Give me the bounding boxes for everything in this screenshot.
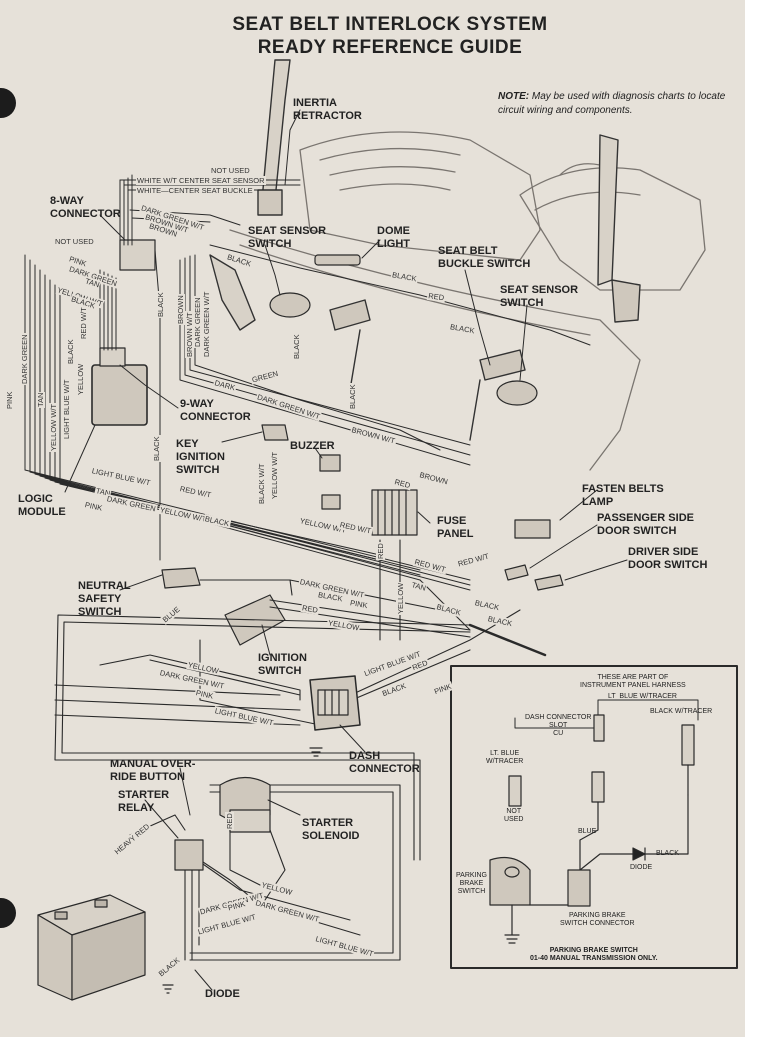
wire-dark-green-wt-vertical: DARK GREEN W/T (202, 290, 211, 358)
label-seat-belt-buckle-switch: SEAT BELT BUCKLE SWITCH (438, 245, 531, 270)
label-manual-override-button: MANUAL OVER- RIDE BUTTON (110, 758, 196, 783)
inset-lt-blue-tracer-2: LT. BLUE W/TRACER (486, 750, 524, 765)
battery-icon (37, 894, 146, 1001)
fasten-belts-lamp-icon (514, 519, 551, 539)
key-ignition-switch-icon (261, 424, 289, 441)
page-title-line2: READY REFERENCE GUIDE (257, 37, 523, 58)
wire-not-used-left: NOT USED (54, 237, 95, 246)
wire-red-solenoid: RED (225, 812, 234, 830)
note-label: NOTE: (498, 91, 530, 102)
wire-white-center-sensor: WHITE W/T CENTER SEAT SENSOR (136, 176, 266, 185)
connector-9way-icon (99, 347, 126, 367)
wire-yellow-wt-vertical: YELLOW W/T (49, 402, 58, 452)
inset-dash-connector-slot: DASH CONNECTOR SLOT CU (525, 714, 592, 737)
wire-not-used-top: NOT USED (210, 166, 251, 175)
wire-light-blue-wt-vertical: LIGHT BLUE W/T (62, 378, 71, 440)
wire-yellow-vertical-2: YELLOW (396, 581, 405, 615)
inset-lt-blue-tracer: LT BLUE W/TRACER (608, 693, 677, 700)
wire-black-wt-vertical: BLACK W/T (257, 462, 266, 505)
inset-diode: DIODE (630, 864, 653, 871)
inset-black: BLACK (656, 850, 679, 857)
wire-brown-vertical: BROWN (176, 294, 185, 325)
fuse-panel-icon (371, 489, 418, 536)
label-driver-door-switch: DRIVER SIDE DOOR SWITCH (628, 546, 708, 571)
label-9way-connector: 9-WAY CONNECTOR (180, 398, 251, 423)
logic-module-icon (91, 364, 148, 426)
binder-hole-bottom-icon (0, 898, 16, 928)
label-seat-sensor-switch-2: SEAT SENSOR SWITCH (500, 284, 579, 309)
inset-harness-note: THESE ARE PART OF INSTRUMENT PANEL HARNE… (580, 674, 686, 689)
seat-outline (229, 131, 706, 471)
note: NOTE: May be used with diagnosis charts … (498, 90, 733, 118)
passenger-door-switch-icon (504, 564, 529, 581)
dash-connector-icon (309, 675, 361, 731)
wire-red-wt-vertical: RED W/T (79, 306, 88, 340)
leader-arrows (64, 109, 628, 991)
seat-sensor-1-icon (269, 292, 311, 318)
inset-parking-brake-connector: PARKING BRAKE SWITCH CONNECTOR (560, 912, 635, 927)
wire-tan-vertical: TAN (36, 391, 45, 408)
label-logic-module: LOGIC MODULE (18, 493, 66, 518)
wire-pink-vertical: PINK (5, 390, 14, 410)
seat-belts (209, 59, 641, 441)
dome-light-icon (314, 254, 361, 266)
buzzer-icon (319, 454, 341, 472)
label-seat-sensor-switch-1: SEAT SENSOR SWITCH (248, 225, 327, 250)
label-diode: DIODE (205, 988, 240, 1000)
label-neutral-safety-switch: NEUTRAL SAFETY SWITCH (78, 580, 131, 618)
label-starter-relay: STARTER RELAY (118, 789, 170, 814)
ground-1-icon (162, 984, 174, 994)
label-dash-connector: DASH CONNECTOR (349, 750, 420, 775)
label-buzzer: BUZZER (290, 440, 335, 452)
wire-dark-green-vertical: DARK GREEN (20, 333, 29, 385)
inset-not-used: NOT USED (504, 808, 524, 823)
label-inertia-retractor: INERTIA RETRACTOR (293, 97, 362, 122)
connector-8way-icon (119, 239, 156, 271)
seat-sensor-2-icon (496, 380, 538, 406)
page-title-line1: SEAT BELT INTERLOCK SYSTEM (232, 14, 548, 35)
wire-black-vertical-1: BLACK (156, 291, 165, 318)
binder-hole-top-icon (0, 88, 16, 118)
label-ignition-switch: IGNITION SWITCH (258, 652, 307, 677)
wire-yellow-wt-vertical-2: YELLOW W/T (270, 450, 279, 500)
wire-red-vertical: RED (376, 542, 385, 560)
wire-dark-green-vertical-2: DARK GREEN (193, 296, 202, 348)
wire-white-center-buckle: WHITE—CENTER SEAT BUCKLE (136, 186, 254, 195)
inset-parking-brake-switch: PARKING BRAKE SWITCH (456, 872, 487, 895)
label-passenger-door-switch: PASSENGER SIDE DOOR SWITCH (597, 512, 694, 537)
wire-black-buckle: BLACK (348, 383, 357, 410)
ground-2-icon (309, 747, 323, 757)
label-key-ignition-switch: KEY IGNITION SWITCH (176, 438, 225, 476)
label-fuse-panel: FUSE PANEL (437, 515, 474, 540)
wire-black-vertical-2: BLACK (152, 435, 161, 462)
wire-black-vertical-left: BLACK (66, 338, 75, 365)
label-dome-light: DOME LIGHT (377, 225, 410, 250)
label-fasten-belts-lamp: FASTEN BELTS LAMP (582, 483, 664, 508)
inset-parking-brake-diagram (450, 665, 738, 969)
inset-black-tracer: BLACK W/TRACER (650, 708, 713, 715)
note-text: May be used with diagnosis charts to loc… (498, 91, 726, 116)
label-starter-solenoid: STARTER SOLENOID (302, 817, 360, 842)
inset-blue: BLUE (578, 828, 597, 835)
driver-door-switch-icon (534, 574, 564, 591)
inset-caption: PARKING BRAKE SWITCH 01-40 MANUAL TRANSM… (530, 947, 658, 962)
wire-yellow-vertical: YELLOW (76, 362, 85, 396)
label-8way-connector: 8-WAY CONNECTOR (50, 195, 121, 220)
neutral-safety-switch-icon (161, 567, 201, 589)
starter-relay-icon (174, 839, 204, 871)
wire-black-sensor: BLACK (292, 333, 301, 360)
